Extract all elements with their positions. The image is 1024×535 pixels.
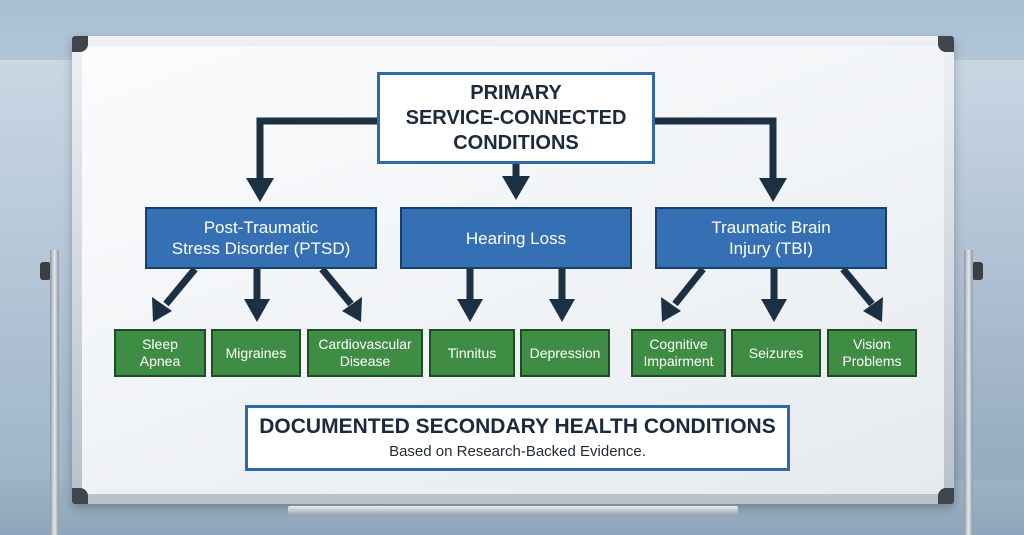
- condition-tbi-box: Traumatic Brain Injury (TBI): [655, 207, 887, 269]
- banner-title: DOCUMENTED SECONDARY HEALTH CONDITIONS: [259, 415, 776, 438]
- arrowhead-tbi: [759, 178, 787, 202]
- vision-line-1: Vision: [853, 336, 891, 352]
- documented-conditions-banner: DOCUMENTED SECONDARY HEALTH CONDITIONS B…: [245, 405, 790, 471]
- secondary-tinnitus: Tinnitus: [429, 329, 515, 377]
- frame-corner-bottom-left: [72, 488, 88, 504]
- seizures-label: Seizures: [748, 344, 804, 361]
- secondary-cognitive-impairment: Cognitive Impairment: [631, 329, 726, 377]
- stand-knob-left: [40, 262, 51, 280]
- condition-hearing-loss-box: Hearing Loss: [400, 207, 632, 269]
- vision-line-2: Problems: [842, 353, 902, 369]
- primary-title-line-1: PRIMARY: [470, 81, 562, 104]
- primary-title-line-3: CONDITIONS: [453, 131, 579, 154]
- frame-corner-top-right: [938, 36, 954, 52]
- condition-tbi-label-1: Traumatic Brain: [711, 218, 831, 237]
- cardiovascular-line-2: Disease: [339, 353, 391, 369]
- cognitive-line-2: Impairment: [643, 353, 714, 369]
- depression-label: Depression: [529, 344, 601, 361]
- condition-tbi-label-2: Injury (TBI): [728, 239, 814, 258]
- secondary-cardiovascular-disease: Cardiovascular Disease: [307, 329, 423, 377]
- secondary-depression: Depression: [520, 329, 610, 377]
- secondary-migraines: Migraines: [211, 329, 301, 377]
- frame-corner-top-left: [72, 36, 88, 52]
- sleep-apnea-line-2: Apnea: [139, 353, 181, 369]
- arrow-primary-to-ptsd: [256, 117, 377, 180]
- secondary-vision-problems: Vision Problems: [827, 329, 917, 377]
- whiteboard-stand-left: [50, 250, 59, 535]
- secondary-sleep-apnea: Sleep Apnea: [114, 329, 206, 377]
- arrowhead-sleep: [152, 297, 172, 322]
- condition-ptsd-label-1: Post-Traumatic: [203, 218, 319, 237]
- arrow-primary-to-tbi: [655, 117, 777, 180]
- arrowhead-hearing: [502, 176, 530, 200]
- arrowhead-migraines: [244, 299, 270, 322]
- arrow-ptsd-to-sleep: [163, 266, 198, 307]
- arrow-tbi-to-vision: [840, 266, 875, 307]
- arrowhead-ptsd: [246, 178, 274, 202]
- stand-knob-right: [972, 262, 983, 280]
- background-left: [0, 60, 75, 480]
- condition-ptsd-label-2: Stress Disorder (PTSD): [171, 239, 351, 258]
- secondary-seizures: Seizures: [731, 329, 821, 377]
- arrow-ptsd-to-cardio: [319, 266, 354, 307]
- cognitive-line-1: Cognitive: [649, 336, 708, 352]
- whiteboard-stand-right: [964, 250, 973, 535]
- sleep-apnea-line-1: Sleep: [142, 336, 178, 352]
- arrowhead-cognitive: [661, 297, 681, 322]
- arrowhead-depression: [549, 299, 575, 322]
- condition-ptsd-box: Post-Traumatic Stress Disorder (PTSD): [145, 207, 377, 269]
- primary-conditions-box: PRIMARY SERVICE-CONNECTED CONDITIONS: [377, 72, 655, 164]
- arrow-tbi-to-cognitive: [672, 266, 706, 307]
- arrowhead-vision: [863, 297, 883, 322]
- primary-title-line-2: SERVICE-CONNECTED: [405, 106, 627, 129]
- migraines-label: Migraines: [225, 344, 287, 361]
- condition-hearing-loss-label: Hearing Loss: [465, 228, 567, 248]
- arrowhead-tinnitus: [457, 299, 483, 322]
- arrowhead-seizures: [761, 299, 787, 322]
- banner-subtitle: Based on Research-Backed Evidence.: [389, 443, 646, 460]
- arrowhead-cardio: [342, 297, 362, 322]
- cardiovascular-line-1: Cardiovascular: [318, 336, 412, 352]
- marker-tray: [288, 506, 738, 515]
- tinnitus-label: Tinnitus: [447, 344, 497, 361]
- frame-corner-bottom-right: [938, 488, 954, 504]
